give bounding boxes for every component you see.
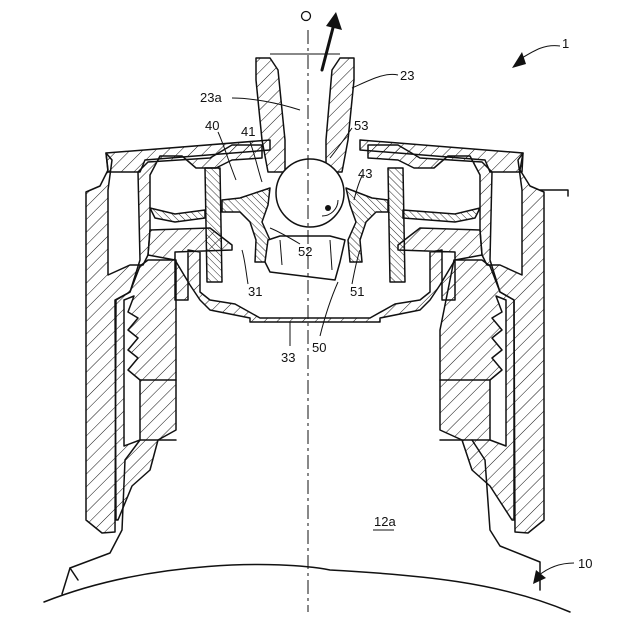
label-33: 33 <box>281 350 295 365</box>
label-51: 51 <box>350 284 364 299</box>
label-10: 10 <box>578 556 592 571</box>
spout-nozzle <box>256 54 354 172</box>
label-1: 1 <box>562 36 569 51</box>
label-12a: 12a <box>374 514 396 529</box>
label-43: 43 <box>358 166 372 181</box>
label-52: 52 <box>298 244 312 259</box>
label-23a: 23a <box>200 90 222 105</box>
neck-wall-left <box>115 260 176 520</box>
label-41: 41 <box>241 124 255 139</box>
center-axis <box>302 12 311 613</box>
ball-valve <box>276 159 344 227</box>
label-53: 53 <box>354 118 368 133</box>
label-50: 50 <box>312 340 326 355</box>
label-23: 23 <box>400 68 414 83</box>
label-31: 31 <box>248 284 262 299</box>
label-40: 40 <box>205 118 219 133</box>
